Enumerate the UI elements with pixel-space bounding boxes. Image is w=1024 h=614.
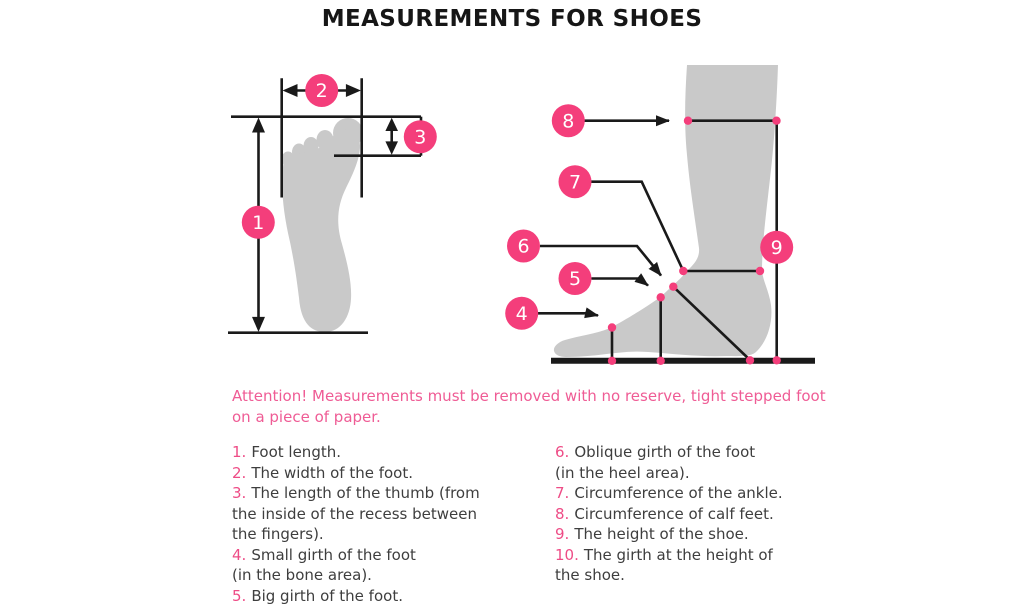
legend-item-6: 6.Oblique girth of the foot (in the heel… xyxy=(555,442,845,483)
legend-item-text: The width of the foot. xyxy=(251,463,413,482)
legend-item-text: The girth at the height of the shoe. xyxy=(555,545,773,585)
legend-item-9: 9.The height of the shoe. xyxy=(555,524,845,545)
legend-item-3: 3.The length of the thumb (from the insi… xyxy=(232,483,532,545)
badge-3: 3 xyxy=(403,120,437,154)
legend-item-number: 7. xyxy=(555,484,570,502)
svg-text:5: 5 xyxy=(569,268,581,290)
legend-item-number: 10. xyxy=(555,545,579,564)
legend-item-10: 10.The girth at the height of the shoe. xyxy=(555,545,845,586)
page-title: MEASUREMENTS FOR SHOES xyxy=(321,6,703,32)
legend-item-number: 9. xyxy=(555,525,570,543)
legend-item-text: Oblique girth of the foot (in the heel a… xyxy=(555,443,756,482)
legend-column-right: 6.Oblique girth of the foot (in the heel… xyxy=(555,442,845,586)
legend-item-number: 2. xyxy=(232,463,247,482)
legend-item-text: Foot length. xyxy=(251,443,341,461)
badge-8: 8 xyxy=(551,104,585,138)
foot-top-view-diagram: 1 2 3 xyxy=(228,74,437,335)
badge-4: 4 xyxy=(505,296,539,330)
measurement-diagrams: 1 2 3 xyxy=(228,65,815,365)
svg-text:3: 3 xyxy=(414,126,426,148)
foot-measure-arrowheads xyxy=(252,84,398,332)
legend-item-text: The height of the shoe. xyxy=(574,525,749,543)
legend-item-number: 5. xyxy=(232,586,247,605)
legend-item-text: The length of the thumb (from the inside… xyxy=(232,484,480,543)
svg-text:9: 9 xyxy=(771,237,783,259)
legend-item-number: 8. xyxy=(555,504,570,523)
leg-side-view-diagram: 4 5 6 7 8 xyxy=(505,65,815,365)
legend-item-text: Circumference of calf feet. xyxy=(574,504,774,523)
badge-1: 1 xyxy=(241,205,275,239)
badge-6: 6 xyxy=(507,229,540,263)
svg-text:6: 6 xyxy=(517,236,529,258)
attention-note: Attention! Measurements must be removed … xyxy=(232,387,826,426)
svg-text:7: 7 xyxy=(569,171,581,193)
legend-item-number: 6. xyxy=(555,443,570,461)
foot-measure-lines xyxy=(228,78,423,335)
legend-item-5: 5.Big girth of the foot. xyxy=(232,586,532,607)
legend-item-text: Small girth of the foot (in the bone are… xyxy=(232,545,416,585)
legend-item-7: 7.Circumference of the ankle. xyxy=(555,483,845,504)
legend-item-number: 4. xyxy=(232,545,247,564)
legend-item-number: 3. xyxy=(232,484,247,502)
svg-text:4: 4 xyxy=(516,303,528,325)
badge-7: 7 xyxy=(558,165,592,199)
badge-5: 5 xyxy=(558,262,592,295)
legend-item-8: 8.Circumference of calf feet. xyxy=(555,504,845,525)
legend-item-text: Circumference of the ankle. xyxy=(574,484,783,502)
leg-measure-lines xyxy=(538,115,779,361)
legend-item-number: 1. xyxy=(232,443,247,461)
legend-item-1: 1.Foot length. xyxy=(232,442,532,463)
measure-anchor-dots xyxy=(607,116,781,365)
svg-text:2: 2 xyxy=(316,80,328,102)
leg-silhouette xyxy=(553,65,778,357)
badge-2: 2 xyxy=(305,74,339,107)
svg-text:1: 1 xyxy=(252,212,264,234)
legend-item-text: Big girth of the foot. xyxy=(251,586,403,605)
legend-item-2: 2.The width of the foot. xyxy=(232,463,532,484)
legend-column-left: 1.Foot length. 2.The width of the foot. … xyxy=(232,442,532,606)
svg-text:8: 8 xyxy=(562,110,574,132)
badge-9: 9 xyxy=(760,230,794,264)
foot-silhouette xyxy=(281,118,363,332)
legend-item-4: 4.Small girth of the foot (in the bone a… xyxy=(232,545,532,586)
